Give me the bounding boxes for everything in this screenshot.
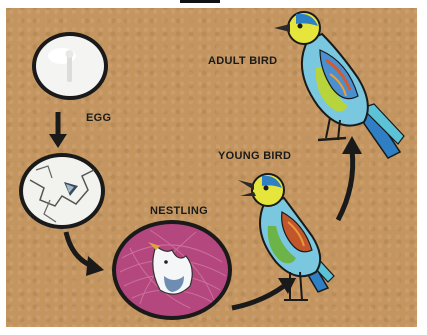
stage-label-egg: EGG [86, 112, 111, 124]
frame-right [417, 0, 427, 335]
stage-label-adult-bird: ADULT BIRD [208, 55, 277, 67]
arrow-nestling-to-young [232, 278, 296, 308]
frame-top-tab [180, 0, 220, 3]
adult-bird-icon [274, 12, 404, 158]
stage-label-young-bird: YOUNG BIRD [218, 150, 291, 162]
frame-left [0, 0, 6, 335]
hatching-egg-icon [19, 153, 105, 229]
stage-label-nestling: NESTLING [150, 205, 208, 217]
arrow-young-to-adult [338, 136, 362, 220]
arrow-hatching-to-nestling [66, 232, 104, 276]
frame-bottom [0, 327, 427, 335]
whole-egg-icon [32, 32, 108, 100]
arrow-egg-to-hatching [49, 112, 67, 148]
